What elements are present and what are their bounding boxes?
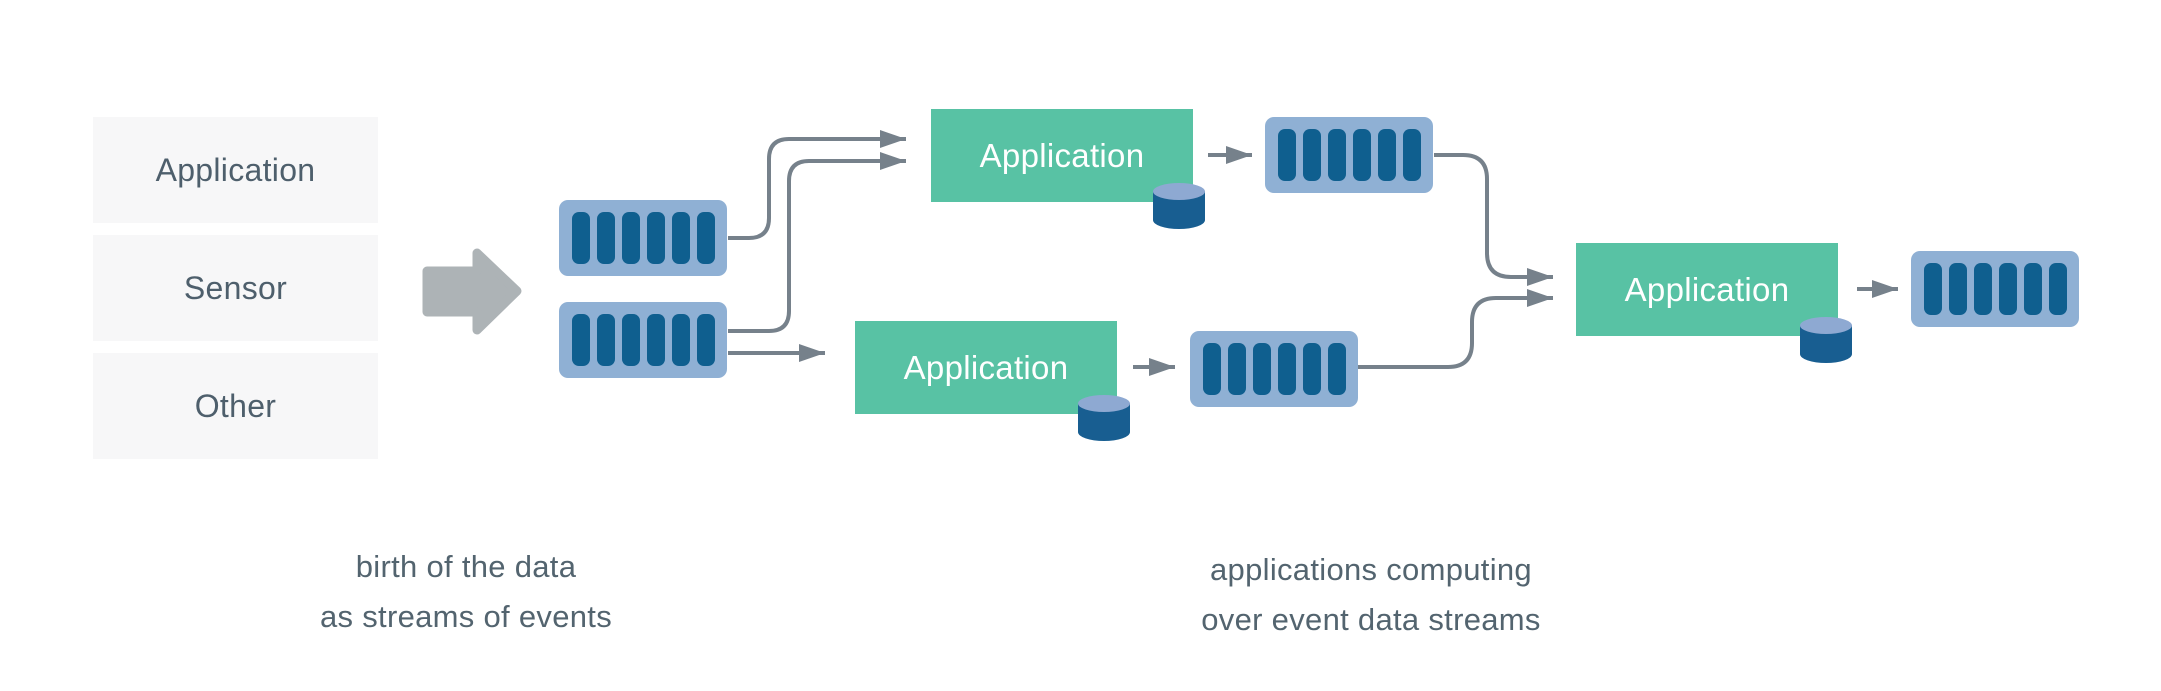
cylinder-top bbox=[1800, 317, 1852, 334]
stream-segment bbox=[1998, 263, 2017, 315]
caption-birth-of-data: birth of the data as streams of events bbox=[206, 542, 726, 642]
cylinder-top bbox=[1153, 183, 1205, 200]
source-box-other: Other bbox=[93, 353, 378, 459]
stream-segment bbox=[621, 212, 640, 264]
stream-segment bbox=[646, 314, 665, 366]
event-stream-icon bbox=[1265, 117, 1433, 193]
stream-segment bbox=[1923, 263, 1942, 315]
stream-segment bbox=[1402, 129, 1421, 181]
stream-segment bbox=[621, 314, 640, 366]
source-box-sensor: Sensor bbox=[93, 235, 378, 341]
stream-segment bbox=[1227, 343, 1246, 395]
stream-segment bbox=[1327, 343, 1346, 395]
stream-segment bbox=[671, 212, 690, 264]
application-box: Application bbox=[931, 109, 1193, 202]
stream-segment bbox=[1302, 343, 1321, 395]
connector-stream3-to-app3 bbox=[1434, 153, 1553, 286]
caption-line: applications computing bbox=[1210, 552, 1532, 587]
event-stream-icon bbox=[559, 302, 727, 378]
connector-stream4-to-app3 bbox=[1358, 289, 1553, 369]
stream-segment bbox=[696, 212, 715, 264]
stream-segment bbox=[1302, 129, 1321, 181]
event-stream-icon bbox=[559, 200, 727, 276]
stream-segment bbox=[646, 212, 665, 264]
database-cylinder-icon bbox=[1078, 395, 1130, 441]
database-cylinder-icon bbox=[1800, 317, 1852, 363]
stream-segment bbox=[1377, 129, 1396, 181]
stream-segment bbox=[1252, 343, 1271, 395]
flow-arrow-icon bbox=[422, 248, 522, 335]
stream-segment bbox=[1352, 129, 1371, 181]
cylinder-top bbox=[1078, 395, 1130, 412]
stream-segment bbox=[671, 314, 690, 366]
stream-segment bbox=[2023, 263, 2042, 315]
stream-segment bbox=[571, 212, 590, 264]
stream-segment bbox=[1202, 343, 1221, 395]
stream-segment bbox=[1277, 129, 1296, 181]
source-box-application: Application bbox=[93, 117, 378, 223]
database-cylinder-icon bbox=[1153, 183, 1205, 229]
application-box: Application bbox=[855, 321, 1117, 414]
application-box: Application bbox=[1576, 243, 1838, 336]
stream-segment bbox=[696, 314, 715, 366]
stream-segment bbox=[1973, 263, 1992, 315]
caption-line: over event data streams bbox=[1201, 602, 1541, 637]
stream-segment bbox=[1327, 129, 1346, 181]
connector-stream2-to-app1 bbox=[728, 152, 906, 333]
stream-segment bbox=[596, 212, 615, 264]
stream-segment bbox=[1277, 343, 1296, 395]
caption-line: birth of the data bbox=[355, 549, 577, 584]
event-stream-icon bbox=[1190, 331, 1358, 407]
connector-stream1-to-app1 bbox=[728, 130, 906, 240]
event-stream-icon bbox=[1911, 251, 2079, 327]
stream-segment bbox=[571, 314, 590, 366]
stream-segment bbox=[2048, 263, 2067, 315]
stream-segment bbox=[596, 314, 615, 366]
caption-line: as streams of events bbox=[319, 599, 612, 634]
stream-segment bbox=[1948, 263, 1967, 315]
caption-applications-computing: applications computing over event data s… bbox=[1111, 545, 1631, 645]
